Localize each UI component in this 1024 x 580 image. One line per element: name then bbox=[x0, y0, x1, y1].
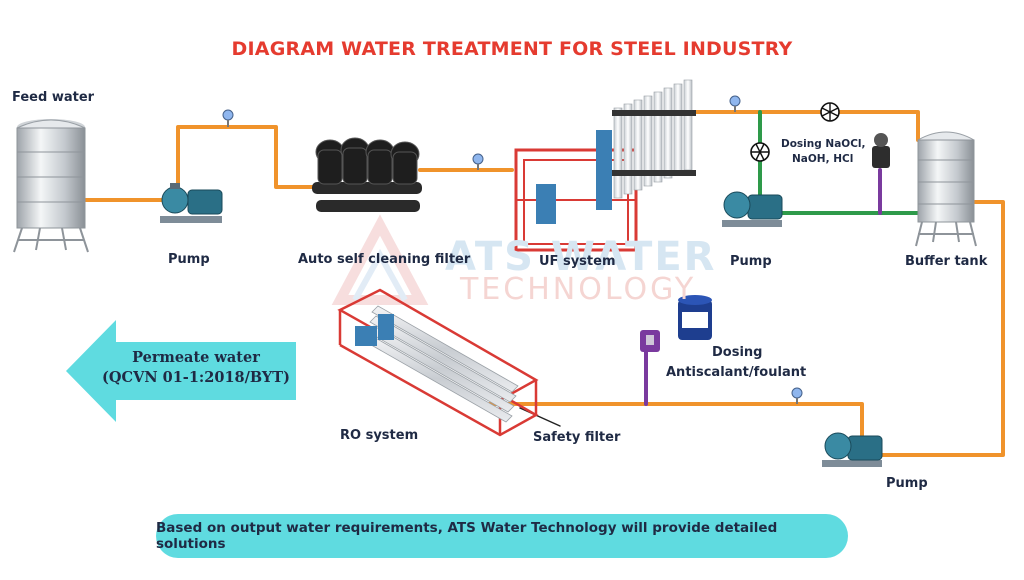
label-pump-3: Pump bbox=[886, 476, 928, 491]
pressure-gauge-icon bbox=[729, 95, 741, 112]
permeate-line-1: Permeate water bbox=[132, 349, 260, 366]
feed-water-tank bbox=[13, 119, 89, 253]
label-dosing-naocl-2: NaOH, HCl bbox=[792, 153, 854, 165]
label-dosing-anti-1: Dosing bbox=[712, 345, 763, 360]
pressure-gauge-icon bbox=[472, 153, 484, 170]
valve-icon bbox=[820, 102, 840, 122]
watermark-line-1: ATS WATER bbox=[445, 234, 717, 280]
label-buffer-tank: Buffer tank bbox=[905, 254, 988, 269]
label-auto-filter: Auto self cleaning filter bbox=[298, 252, 471, 267]
permeate-line-2: (QCVN 01-1:2018/BYT) bbox=[102, 369, 290, 386]
label-uf-system: UF system bbox=[539, 254, 616, 269]
watermark-line-2: TECHNOLOGY bbox=[460, 272, 697, 307]
pressure-gauge-icon bbox=[791, 387, 803, 404]
permeate-text: Permeate water (QCVN 01-1:2018/BYT) bbox=[96, 348, 296, 388]
diagram-title: DIAGRAM WATER TREATMENT FOR STEEL INDUST… bbox=[231, 38, 793, 60]
label-safety-filter: Safety filter bbox=[533, 430, 621, 445]
chemical-bucket bbox=[678, 295, 712, 340]
buffer-tank bbox=[915, 131, 977, 247]
solutions-banner: Based on output water requirements, ATS … bbox=[156, 514, 848, 558]
pump-3 bbox=[822, 432, 883, 467]
label-dosing-naocl-1: Dosing NaOCl, bbox=[781, 138, 866, 150]
valve-icon bbox=[750, 142, 770, 162]
uf-system bbox=[514, 79, 696, 252]
dosing-pump-naocl bbox=[872, 133, 890, 168]
dosing-pump-antiscalant bbox=[640, 330, 660, 352]
pipe-network bbox=[84, 110, 1005, 457]
label-pump-1: Pump bbox=[168, 252, 210, 267]
permeate-arrow bbox=[66, 320, 296, 422]
ro-system bbox=[337, 288, 539, 437]
pump-2 bbox=[722, 191, 783, 227]
label-dosing-anti-2: Antiscalant/foulant bbox=[666, 365, 807, 380]
watermark-logo bbox=[331, 214, 429, 305]
pump-1 bbox=[160, 183, 223, 223]
label-feed-water: Feed water bbox=[12, 90, 95, 105]
label-ro-system: RO system bbox=[340, 428, 419, 443]
label-pump-2: Pump bbox=[730, 254, 772, 269]
auto-self-cleaning-filter bbox=[312, 137, 422, 212]
pressure-gauge-icon bbox=[222, 109, 234, 127]
